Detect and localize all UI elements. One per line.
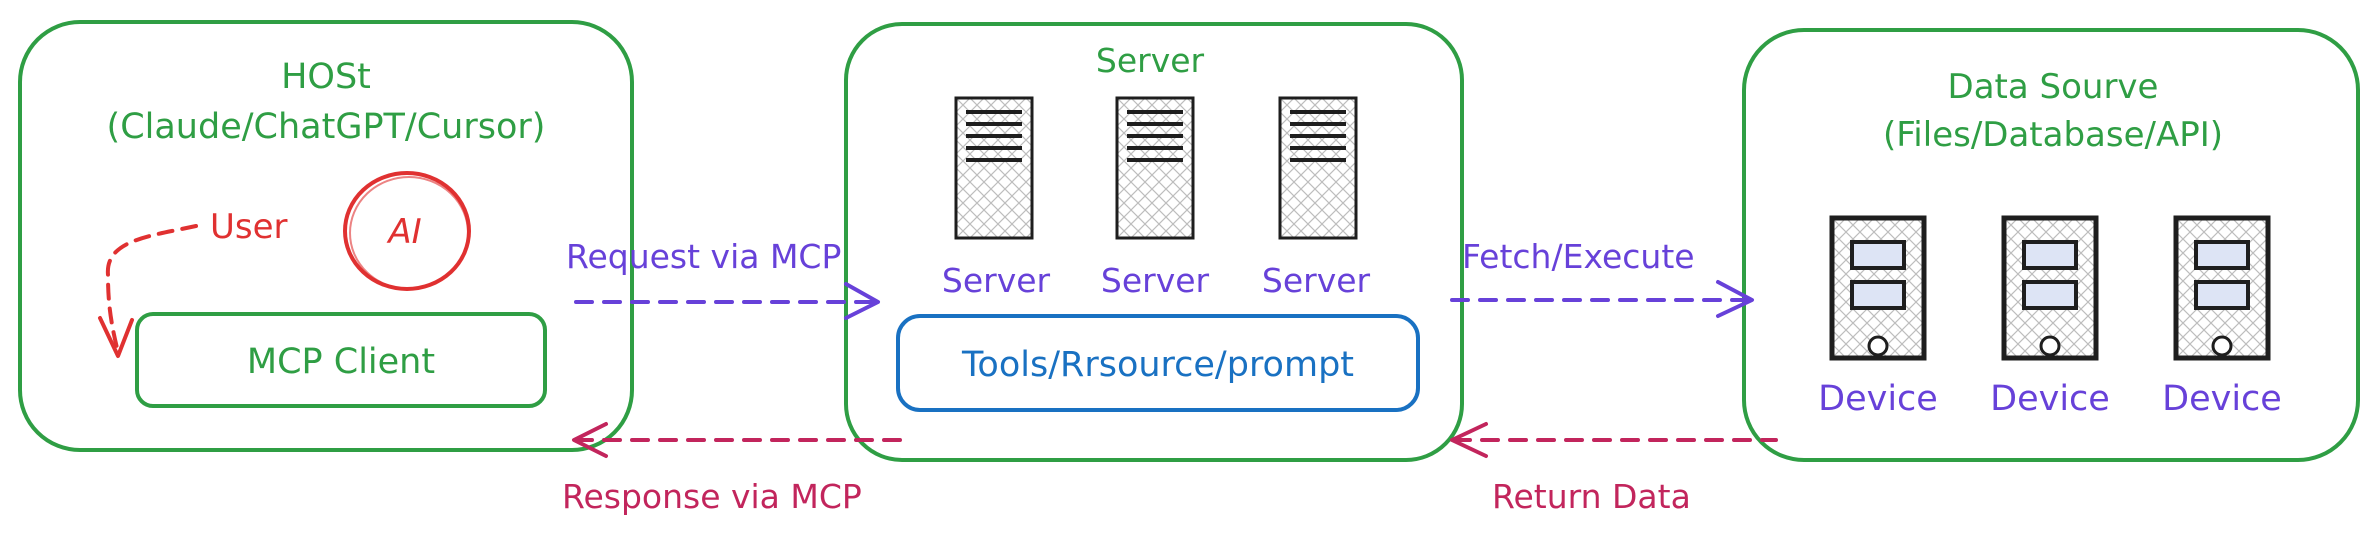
user-to-client-arrow bbox=[105, 224, 198, 354]
datasource-title: Data Sourve bbox=[1948, 67, 2159, 107]
datasource-box: Data Sourve (Files/Database/API) Device … bbox=[1742, 28, 2360, 462]
device-icon bbox=[2173, 215, 2271, 361]
server-rack-icon bbox=[954, 96, 1034, 240]
mcp-client-box: MCP Client bbox=[135, 312, 547, 408]
return-label: Return Data bbox=[1492, 477, 1691, 516]
host-title: HOSt bbox=[281, 57, 371, 97]
fetch-arrow: Fetch/Execute bbox=[1450, 237, 1754, 318]
server-item-label: Server bbox=[942, 261, 1051, 300]
request-arrow: Request via MCP bbox=[566, 237, 880, 320]
device-icon bbox=[1829, 215, 1927, 361]
device-icon bbox=[2001, 215, 2099, 361]
device-label: Device bbox=[1818, 379, 1938, 419]
user-arrowhead bbox=[98, 316, 134, 358]
server-box: Server Server Server Serv bbox=[844, 22, 1464, 462]
server-title: Server bbox=[1096, 41, 1205, 80]
host-box: HOSt (Claude/ChatGPT/Cursor) AI User MCP… bbox=[18, 20, 634, 452]
request-label: Request via MCP bbox=[566, 237, 841, 276]
server-item-label: Server bbox=[1101, 261, 1210, 300]
device-label: Device bbox=[1990, 379, 2110, 419]
server-item-label: Server bbox=[1262, 261, 1371, 300]
server-rack-icon bbox=[1115, 96, 1195, 240]
ai-badge: AI bbox=[343, 171, 471, 291]
tools-label: Tools/Rrsource/prompt bbox=[961, 345, 1354, 385]
datasource-subtitle: (Files/Database/API) bbox=[1883, 115, 2223, 155]
tools-box: Tools/Rrsource/prompt bbox=[896, 314, 1420, 412]
return-arrow: Return Data bbox=[1450, 422, 1778, 516]
fetch-label: Fetch/Execute bbox=[1462, 237, 1695, 276]
response-label: Response via MCP bbox=[562, 477, 862, 516]
host-subtitle: (Claude/ChatGPT/Cursor) bbox=[107, 107, 546, 147]
response-arrow: Response via MCP bbox=[562, 422, 908, 516]
mcp-client-label: MCP Client bbox=[247, 342, 435, 382]
ai-label: AI bbox=[386, 212, 421, 252]
user-label: User bbox=[210, 207, 288, 247]
server-rack-icon bbox=[1278, 96, 1358, 240]
device-label: Device bbox=[2162, 379, 2282, 419]
